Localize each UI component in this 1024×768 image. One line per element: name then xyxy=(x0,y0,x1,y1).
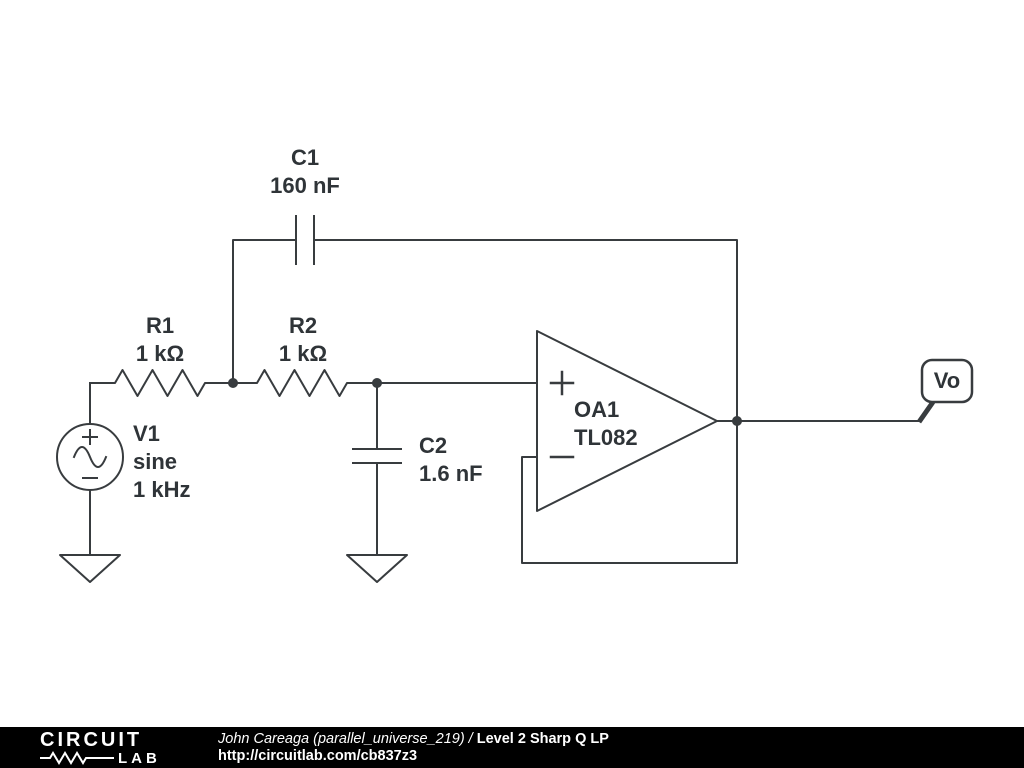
c2-value: 1.6 nF xyxy=(419,461,483,486)
vo-flag-label: Vo xyxy=(933,368,961,393)
wires xyxy=(89,239,921,564)
v1-frequency: 1 kHz xyxy=(133,477,191,502)
v1-ref: V1 xyxy=(133,421,160,446)
logo-circuit-text: CIRCUIT xyxy=(40,728,143,751)
r1-label: R1 1 kΩ xyxy=(95,312,225,368)
v1-label: V1 sine 1 kHz xyxy=(133,420,190,504)
voltage-source-v1-symbol[interactable] xyxy=(56,423,124,491)
opamp-oa1-symbol[interactable] xyxy=(536,330,718,512)
resistor-r1-symbol[interactable] xyxy=(89,369,234,397)
footer-text: John Careaga (parallel_universe_219) / L… xyxy=(218,731,609,765)
circuit-url-link[interactable]: http://circuitlab.com/cb837z3 xyxy=(218,747,418,764)
c1-ref: C1 xyxy=(290,145,320,170)
oa1-ref: OA1 xyxy=(574,397,620,422)
resistor-logo-icon xyxy=(40,751,114,765)
wire-feedback-loop xyxy=(521,420,738,564)
oa1-model: TL082 xyxy=(574,425,638,450)
c1-label: C1 160 nF xyxy=(230,144,380,200)
oa1-label: OA1 TL082 xyxy=(574,396,638,452)
c2-ref: C2 xyxy=(419,433,448,458)
flag-box xyxy=(920,358,974,404)
ground-symbol-c2[interactable] xyxy=(346,554,408,583)
circuit-title-line: John Careaga (parallel_universe_219) / L… xyxy=(218,731,609,748)
footer-bar: CIRCUIT LAB John Careaga (parallel_unive… xyxy=(0,727,1024,768)
r1-ref: R1 xyxy=(145,313,175,338)
wire-c1-to-output xyxy=(313,239,738,422)
sine-wave-icon xyxy=(72,446,108,468)
wire-node-to-c1 xyxy=(232,239,297,384)
c1-value: 160 nF xyxy=(270,173,340,198)
ground-symbol-v1[interactable] xyxy=(59,554,121,583)
v1-waveform: sine xyxy=(133,449,178,474)
flag-pointer xyxy=(916,400,936,424)
circuit-title: Level 2 Sharp Q LP xyxy=(476,730,609,747)
logo-lab-text: LAB xyxy=(118,749,161,767)
resistor-r2-symbol[interactable] xyxy=(232,369,378,397)
c2-label: C2 1.6 nF xyxy=(419,432,483,488)
r2-ref: R2 xyxy=(288,313,318,338)
r1-value: 1 kΩ xyxy=(135,341,185,366)
circuit-author: John Careaga (parallel_universe_219) / xyxy=(218,730,477,747)
capacitor-c1-symbol[interactable] xyxy=(295,215,315,265)
r2-label: R2 1 kΩ xyxy=(238,312,368,368)
capacitor-c2-symbol[interactable] xyxy=(352,448,402,464)
node-dot xyxy=(732,416,742,426)
junction-dots xyxy=(228,378,742,426)
r2-value: 1 kΩ xyxy=(278,341,328,366)
output-flag-vo-symbol[interactable] xyxy=(916,358,974,424)
circuitlab-logo: CIRCUIT LAB xyxy=(40,730,180,766)
